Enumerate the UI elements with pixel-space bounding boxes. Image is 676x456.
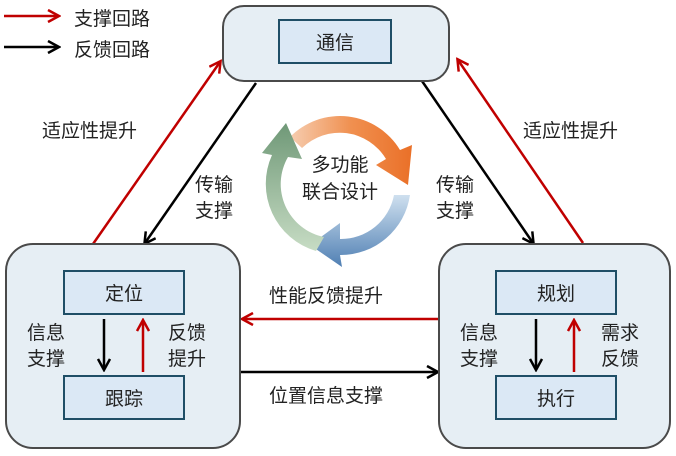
tracking-label: 跟踪 xyxy=(104,388,143,410)
legend-feedback-label: 反馈回路 xyxy=(74,39,151,61)
cycle-orange-arrow xyxy=(290,116,412,185)
center-title: 多功能 联合设计 xyxy=(280,152,400,206)
right-transmit-arrow xyxy=(420,80,533,243)
left-info-support-label: 信息 支撑 xyxy=(27,322,66,370)
communication-node: 通信 xyxy=(278,19,392,64)
left-feedback-label: 反馈 提升 xyxy=(168,322,207,370)
communication-label: 通信 xyxy=(315,32,354,54)
right-transmit-label: 传输 支撑 xyxy=(436,174,475,222)
center-line-1: 多功能 xyxy=(311,154,369,176)
execution-label: 执行 xyxy=(536,388,575,410)
left-transmit-label: 传输 支撑 xyxy=(195,174,234,222)
right-adaptive-label: 适应性提升 xyxy=(523,120,619,142)
position-support-label: 位置信息支撑 xyxy=(269,385,384,407)
legend-support-label: 支撑回路 xyxy=(74,8,151,30)
left-transmit-arrow xyxy=(145,82,258,243)
right-demand-feedback-label: 需求 反馈 xyxy=(601,322,640,370)
left-adaptive-arrow xyxy=(91,62,220,245)
execution-node: 执行 xyxy=(495,375,617,420)
left-adaptive-label: 适应性提升 xyxy=(42,120,138,142)
planning-label: 规划 xyxy=(536,283,575,305)
cycle-graphic xyxy=(262,116,412,267)
positioning-label: 定位 xyxy=(104,283,143,305)
planning-node: 规划 xyxy=(495,270,617,315)
right-adaptive-arrow xyxy=(458,60,585,244)
cycle-blue-arrow xyxy=(310,195,410,267)
cycle-green-arrow xyxy=(262,123,324,251)
tracking-node: 跟踪 xyxy=(63,375,185,420)
center-line-2: 联合设计 xyxy=(301,181,378,203)
right-info-support-label: 信息 支撑 xyxy=(460,322,499,370)
positioning-node: 定位 xyxy=(63,270,185,315)
performance-feedback-label: 性能反馈提升 xyxy=(269,285,384,307)
